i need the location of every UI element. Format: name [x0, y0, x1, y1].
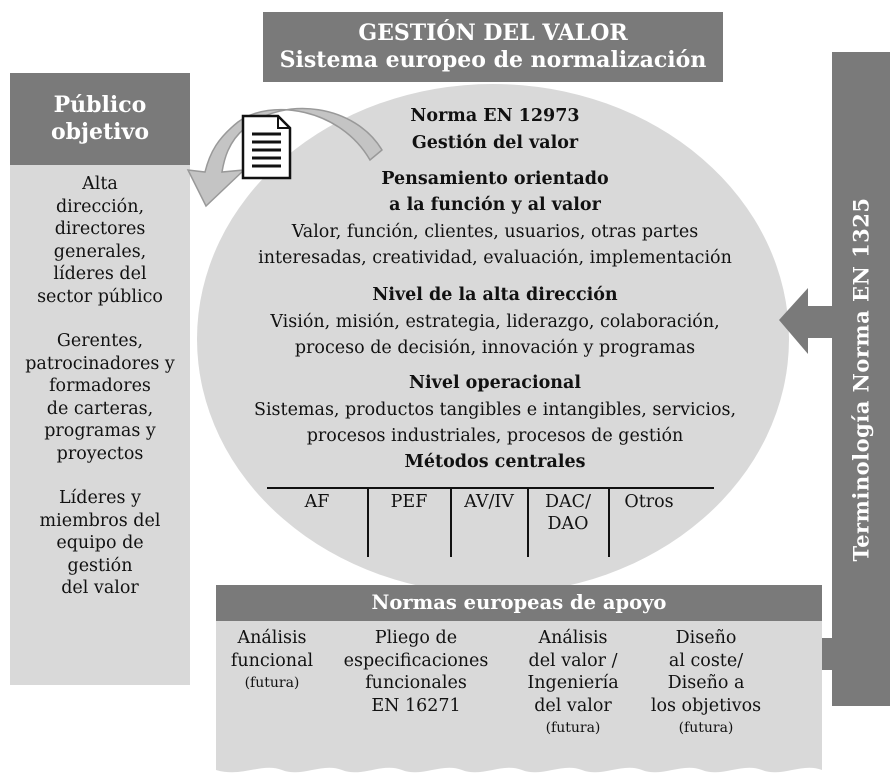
section1-text-2: interesadas, creatividad, evaluación, im…	[258, 248, 732, 268]
method-af: AF	[304, 492, 330, 512]
section3-heading: Nivel operacional	[409, 373, 581, 393]
divider	[608, 489, 610, 557]
support-design-to-cost: Diseño al coste/ Diseño a los objetivos …	[650, 628, 762, 736]
methods-table: AF PEF AV/IV DAC/ DAO Otros	[267, 487, 714, 557]
section3-text-2: procesos industriales, procesos de gesti…	[306, 426, 684, 446]
section3-text-1: Sistemas, productos tangibles e intangib…	[253, 400, 737, 420]
terminology-bar-label-wrap: Terminología Norma EN 1325	[832, 52, 890, 706]
support-value-analysis: Análisis del valor / Ingeniería del valo…	[527, 628, 619, 736]
methods-heading: Métodos centrales	[404, 452, 586, 472]
en12973-ellipse	[197, 84, 789, 594]
section2-text-2: proceso de decisión, innovación y progra…	[294, 338, 696, 358]
section1-text-1: Valor, función, clientes, usuarios, otra…	[291, 222, 699, 242]
ellipse-title-2: Gestión del valor	[411, 133, 579, 153]
section1-heading-2: a la función y al valor	[389, 195, 601, 215]
divider	[450, 489, 452, 557]
support-standards-body	[216, 621, 822, 766]
method-dac-dao: DAC/ DAO	[545, 492, 591, 534]
audience-group-team: Líderes y miembros del equipo de gestión…	[39, 488, 161, 598]
banner-subtitle: Sistema europeo de normalización	[279, 47, 707, 73]
left-arrow-icon	[779, 288, 833, 354]
curved-arrow-icon	[186, 107, 383, 208]
divider	[527, 489, 529, 557]
banner-title: GESTIÓN DEL VALOR	[358, 20, 628, 46]
divider	[367, 489, 369, 557]
support-en16271: Pliego de especificaciones funcionales E…	[343, 628, 489, 716]
method-av-iv: AV/IV	[464, 492, 514, 512]
section2-text-1: Visión, misión, estrategia, liderazgo, c…	[270, 312, 720, 332]
support-functional-analysis: Análisis funcional (futura)	[230, 628, 314, 691]
method-otros: Otros	[624, 492, 674, 512]
audience-group-executives: Alta dirección, directores generales, lí…	[37, 174, 163, 307]
section2-heading: Nivel de la alta dirección	[372, 285, 618, 305]
terminology-label: Terminología Norma EN 1325	[848, 196, 874, 562]
target-audience-body: Alta dirección, directores generales, lí…	[10, 165, 190, 685]
method-pef: PEF	[390, 492, 428, 512]
section1-heading-1: Pensamiento orientado	[381, 169, 609, 189]
document-icon	[241, 114, 292, 180]
ellipse-title-1: Norma EN 12973	[410, 106, 580, 126]
top-banner: GESTIÓN DEL VALOR Sistema europeo de nor…	[263, 12, 723, 82]
support-standards-header: Normas europeas de apoyo	[216, 585, 822, 621]
target-audience-header: Público objetivo	[10, 73, 190, 165]
terminology-bar	[832, 52, 890, 706]
audience-group-managers: Gerentes, patrocinadores y formadores de…	[25, 331, 175, 464]
support-wave-edge	[216, 758, 822, 773]
